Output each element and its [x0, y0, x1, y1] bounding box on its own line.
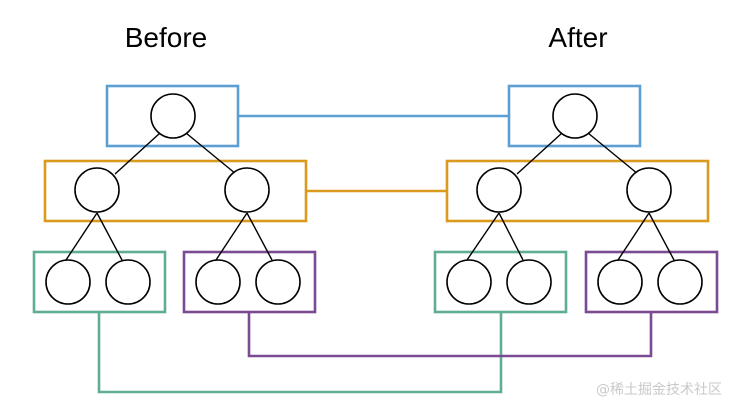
- before-edge-left-b: [96, 212, 123, 261]
- after-root-level-box: [507, 84, 642, 148]
- after-edge-root-left: [516, 132, 563, 175]
- after-edge-right-b: [648, 212, 675, 261]
- before-root-level-box: [105, 84, 240, 148]
- before-children-level-box: [43, 159, 308, 223]
- after-edge-left-a: [466, 212, 500, 261]
- before-grandchild-4-node: [255, 259, 301, 305]
- after-root-node: [552, 93, 598, 139]
- after-children-level-box: [445, 159, 710, 223]
- after-grandchild-3-node: [597, 259, 643, 305]
- before-child-left-node: [74, 167, 120, 213]
- after-edge-left-b: [498, 212, 524, 261]
- after-grandchild-1-node: [446, 259, 492, 305]
- before-left-grandchildren-box: [32, 250, 167, 314]
- after-grandchild-4-node: [657, 259, 703, 305]
- before-tree: [32, 84, 317, 314]
- before-title: Before: [125, 22, 208, 53]
- before-edge-root-right: [185, 132, 237, 175]
- green-group-connector: [97, 312, 503, 394]
- before-child-right-node: [224, 167, 270, 213]
- before-grandchild-2-node: [105, 259, 151, 305]
- after-child-left-node: [476, 167, 522, 213]
- before-grandchild-3-node: [195, 259, 241, 305]
- after-child-right-node: [626, 167, 672, 213]
- before-edge-right-a: [215, 212, 248, 261]
- after-title: After: [548, 22, 607, 53]
- after-edge-root-right: [587, 132, 639, 175]
- before-grandchild-1-node: [45, 259, 91, 305]
- watermark-text: @稀土掘金技术社区: [596, 382, 722, 398]
- before-right-grandchildren-box: [182, 250, 317, 314]
- before-edge-left-a: [65, 212, 98, 261]
- purple-group-connector: [247, 312, 653, 358]
- before-edge-root-left: [114, 132, 161, 175]
- after-tree: [433, 84, 719, 314]
- before-root-node: [150, 93, 196, 139]
- before-edge-right-b: [246, 212, 273, 261]
- after-left-grandchildren-box: [433, 250, 568, 314]
- after-edge-right-a: [617, 212, 650, 261]
- after-grandchild-2-node: [506, 259, 552, 305]
- after-right-grandchildren-box: [584, 250, 719, 314]
